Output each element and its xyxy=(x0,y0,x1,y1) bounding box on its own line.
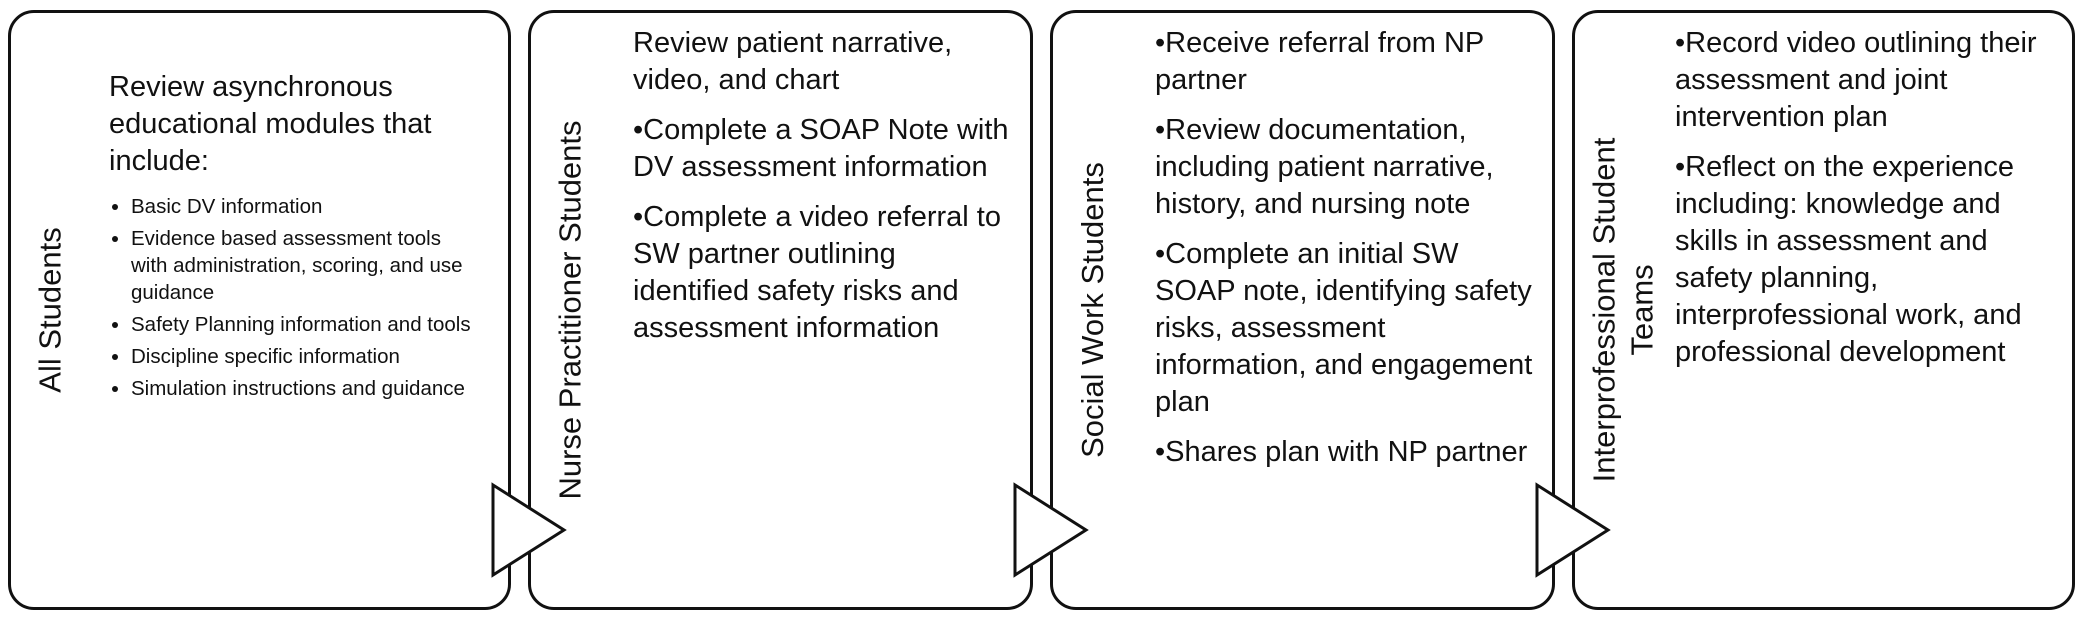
flow-arrow xyxy=(1535,482,1611,578)
flow-arrow xyxy=(1013,482,1089,578)
module-list: Basic DV information Evidence based asse… xyxy=(109,193,479,402)
list-item: •Reflect on the experience including: kn… xyxy=(1675,151,2022,368)
panel-title: All Students xyxy=(33,227,68,393)
panel-content: •Receive referral from NP partner •Revie… xyxy=(1155,25,1540,484)
panel-title-container: All Students xyxy=(21,13,81,607)
list-item: •Record video outlining their assessment… xyxy=(1675,27,2037,133)
panel-title: Nurse Practitioner Students xyxy=(553,120,589,500)
list-item: •Review documentation, including patient… xyxy=(1155,114,1494,220)
panel-interprofessional-student-teams: Interprofessional Student Teams •Record … xyxy=(1572,10,2075,610)
panel-content: •Record video outlining their assessment… xyxy=(1675,25,2060,384)
flow-arrow xyxy=(491,482,567,578)
panel-title: Social Work Students xyxy=(1075,162,1111,458)
list-item: •Complete a video referral to SW partner… xyxy=(633,201,1001,344)
panel-social-work-students: Social Work Students •Receive referral f… xyxy=(1050,10,1555,610)
list-item: Basic DV information xyxy=(131,193,479,220)
list-item: Simulation instructions and guidance xyxy=(131,375,479,402)
list-item: Review patient narrative, video, and cha… xyxy=(633,27,953,96)
list-item: Evidence based assessment tools with adm… xyxy=(131,225,479,306)
panel-all-students: All Students Review asynchronous educati… xyxy=(8,10,511,610)
list-item: Discipline specific information xyxy=(131,343,479,370)
panel-title: Interprofessional Student Teams xyxy=(1586,137,1660,483)
list-item: •Shares plan with NP partner xyxy=(1155,436,1528,468)
panel-nurse-practitioner-students: Nurse Practitioner Students Review patie… xyxy=(528,10,1033,610)
list-item: •Complete an initial SW SOAP note, ident… xyxy=(1155,238,1533,418)
panel-content: Review asynchronous educational modules … xyxy=(109,69,479,407)
panel-content: Review patient narrative, video, and cha… xyxy=(633,25,1018,360)
list-item: Safety Planning information and tools xyxy=(131,311,479,338)
list-item: •Receive referral from NP partner xyxy=(1155,27,1484,96)
list-item: •Complete a SOAP Note with DV assessment… xyxy=(633,114,1009,183)
intro-text: Review asynchronous educational modules … xyxy=(109,71,432,177)
